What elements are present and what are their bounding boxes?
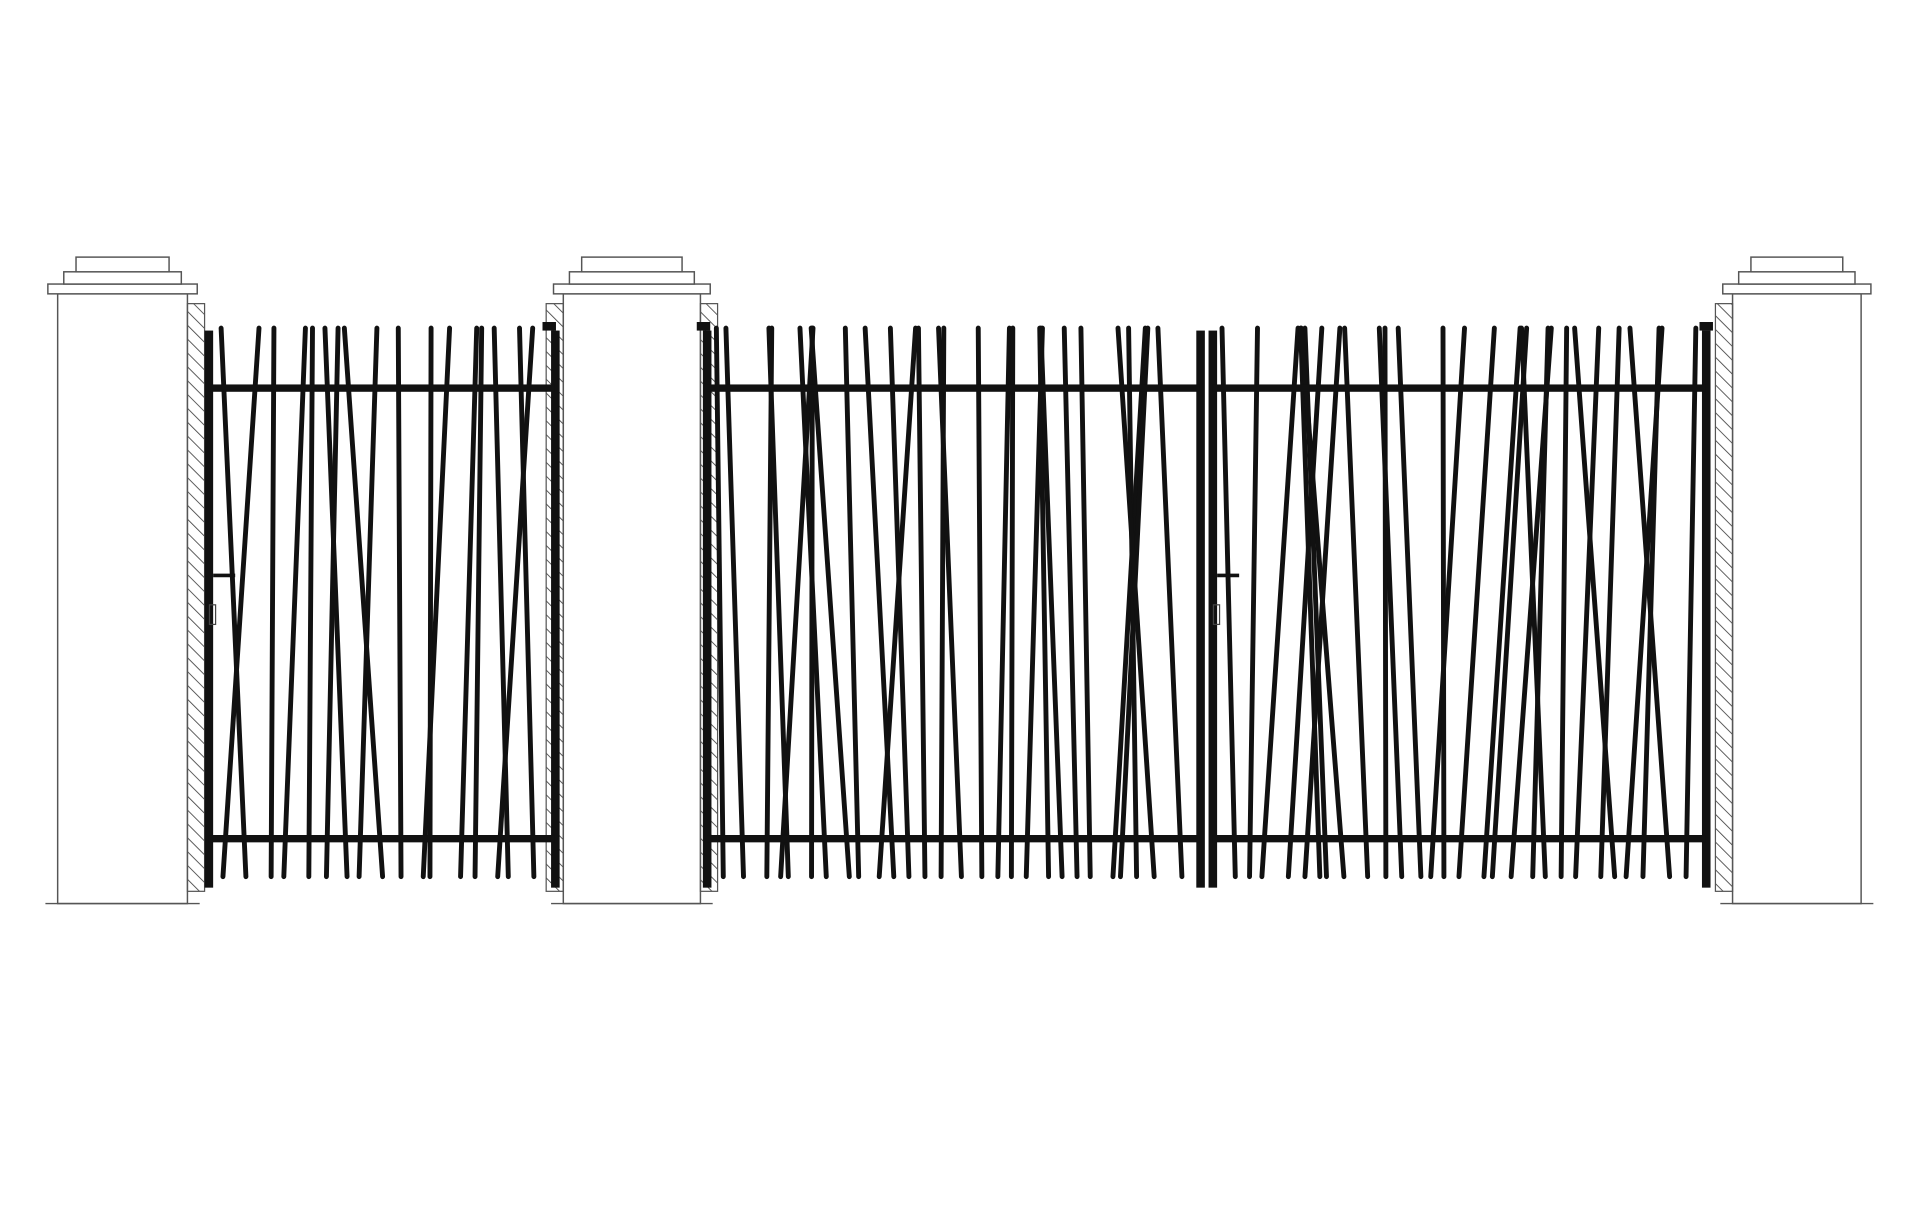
gate-bar	[995, 325, 1012, 880]
gate-bar	[268, 325, 277, 880]
pillar-right	[1714, 256, 1874, 905]
gate-bar	[356, 325, 380, 880]
gate-bar	[713, 325, 726, 880]
gate-bar	[1038, 325, 1065, 880]
pillar-hatch	[186, 303, 206, 892]
gate-bar	[1428, 325, 1467, 880]
gate-bar	[1285, 325, 1325, 880]
gate-bar	[723, 325, 746, 880]
gate-bar	[1440, 325, 1447, 880]
hinge-cap	[696, 322, 711, 331]
pillar-shaft	[1731, 293, 1862, 905]
gate-bar	[1259, 325, 1301, 880]
gate-stile-right	[551, 330, 560, 888]
gate-stile-left	[1208, 330, 1218, 888]
pillar-cap	[1722, 283, 1872, 295]
gate-stile-left	[702, 330, 712, 888]
gate-bar	[1126, 325, 1140, 880]
gate-bar	[1061, 325, 1080, 880]
pillar-hatch	[1714, 303, 1734, 892]
gate-bar	[1558, 325, 1570, 880]
gate-bottom-rail	[706, 835, 1200, 843]
pillar-cap-upper	[568, 271, 696, 285]
gate-bar	[458, 325, 480, 880]
pillar-cap-top	[580, 256, 683, 273]
gate-bar	[887, 325, 912, 880]
gate-stile-right	[1196, 330, 1205, 888]
hinge-cap	[1699, 322, 1713, 331]
gate-bar	[1298, 325, 1323, 880]
pillars	[45, 256, 1874, 905]
gate-bar	[491, 325, 511, 880]
pillar-shaft	[562, 293, 702, 905]
gate-bar	[323, 325, 341, 880]
pillar-cap	[47, 283, 198, 295]
gate-bar	[427, 325, 434, 880]
gate-bar	[1219, 325, 1238, 880]
gate-top-rail	[706, 384, 1200, 392]
double-gate-right-leaf	[1208, 325, 1711, 888]
gate-bar	[1008, 325, 1016, 880]
gate-bar	[420, 325, 453, 880]
gates	[204, 322, 1713, 888]
gate-bar	[1376, 325, 1405, 880]
gate-bar	[1627, 325, 1673, 880]
gate-bar	[1298, 325, 1347, 880]
gate-bar	[1395, 325, 1424, 880]
gate-bar	[1342, 325, 1371, 880]
gate-bar	[1519, 325, 1548, 880]
gate-bar	[322, 325, 350, 880]
gate-bottom-rail	[1212, 835, 1706, 843]
gate-bar	[975, 325, 985, 880]
pillar-cap-upper	[1737, 271, 1856, 285]
gate-bar	[1481, 325, 1523, 880]
gate-bar	[306, 325, 315, 880]
pillar-middle	[545, 256, 719, 905]
gate-bar	[862, 325, 897, 880]
pillar-left	[45, 256, 206, 905]
gate-bar	[517, 325, 537, 880]
gate-bar	[395, 325, 404, 880]
gate-bar	[281, 325, 308, 880]
pedestrian-gate	[204, 325, 560, 888]
pillar-shaft	[56, 293, 189, 905]
pillar-cap-top	[1750, 256, 1844, 273]
gate-bottom-rail	[208, 835, 555, 843]
gate-top-rail	[1212, 384, 1706, 392]
gate-bar	[1598, 325, 1622, 880]
gate-bar	[1572, 325, 1618, 880]
gate-bar	[1115, 325, 1157, 880]
gate-bar	[808, 325, 852, 880]
gate-bar	[1683, 325, 1699, 880]
gate-bar	[1530, 325, 1551, 880]
pillar-cap-upper	[63, 271, 183, 285]
gate-bar	[915, 325, 928, 880]
gate-bar	[842, 325, 862, 880]
gate-top-rail	[208, 384, 555, 392]
gate-bar	[220, 325, 262, 880]
gate-bar	[1155, 325, 1185, 880]
gate-bar	[1489, 325, 1530, 880]
gate-bar	[1456, 325, 1497, 880]
gate-bar	[936, 325, 964, 880]
gate-bar	[1247, 325, 1260, 880]
gate-stile-right	[1701, 330, 1711, 888]
hinge-cap	[542, 322, 556, 331]
pillar-cap	[552, 283, 711, 295]
gate-bar	[1078, 325, 1093, 880]
gate-bar	[1573, 325, 1602, 880]
gate-bar	[341, 325, 386, 880]
pillar-cap-top	[75, 256, 170, 273]
gate-bar	[797, 325, 829, 880]
gate-bar	[218, 325, 249, 880]
gate-bar	[1037, 325, 1052, 880]
gate-bar	[472, 325, 485, 880]
gate-bar	[766, 325, 791, 880]
gate-bar	[1110, 325, 1148, 880]
double-gate-left-leaf	[702, 325, 1205, 888]
lock-plate	[208, 604, 217, 626]
lock-plate	[1212, 604, 1221, 626]
